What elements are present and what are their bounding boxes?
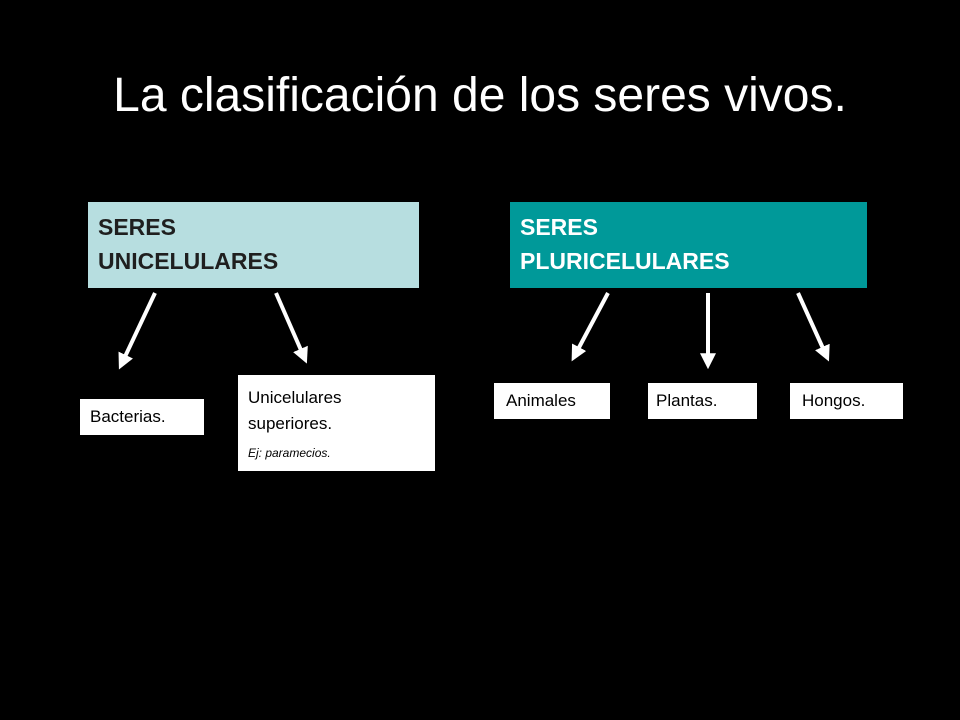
arrow-to-bacterias	[118, 292, 157, 370]
animales-box: Animales	[494, 383, 610, 419]
bacterias-label: Bacterias.	[90, 407, 166, 426]
arrow-to-superiores	[274, 292, 308, 364]
paramecios-example: Ej: paramecios.	[248, 446, 331, 460]
unicelulares-superiores-label: Unicelulares superiores.	[248, 388, 342, 433]
animales-label: Animales	[506, 391, 576, 410]
pluricelulares-label: SERES PLURICELULARES	[520, 214, 730, 274]
pluricelulares-box: SERES PLURICELULARES	[510, 202, 867, 288]
hongos-box: Hongos.	[790, 383, 903, 419]
arrow-to-hongos	[796, 292, 830, 362]
unicelulares-superiores-box: Unicelulares superiores. Ej: paramecios.	[238, 375, 435, 471]
hongos-label: Hongos.	[802, 391, 866, 410]
unicelulares-label: SERES UNICELULARES	[98, 214, 279, 274]
bacterias-box: Bacterias.	[80, 399, 204, 435]
plantas-box: Plantas.	[648, 383, 757, 419]
plantas-label: Plantas.	[656, 391, 718, 410]
arrow-to-animales	[571, 292, 610, 362]
slide-title: La clasificación de los seres vivos.	[113, 69, 847, 122]
unicelulares-box: SERES UNICELULARES	[88, 202, 419, 288]
